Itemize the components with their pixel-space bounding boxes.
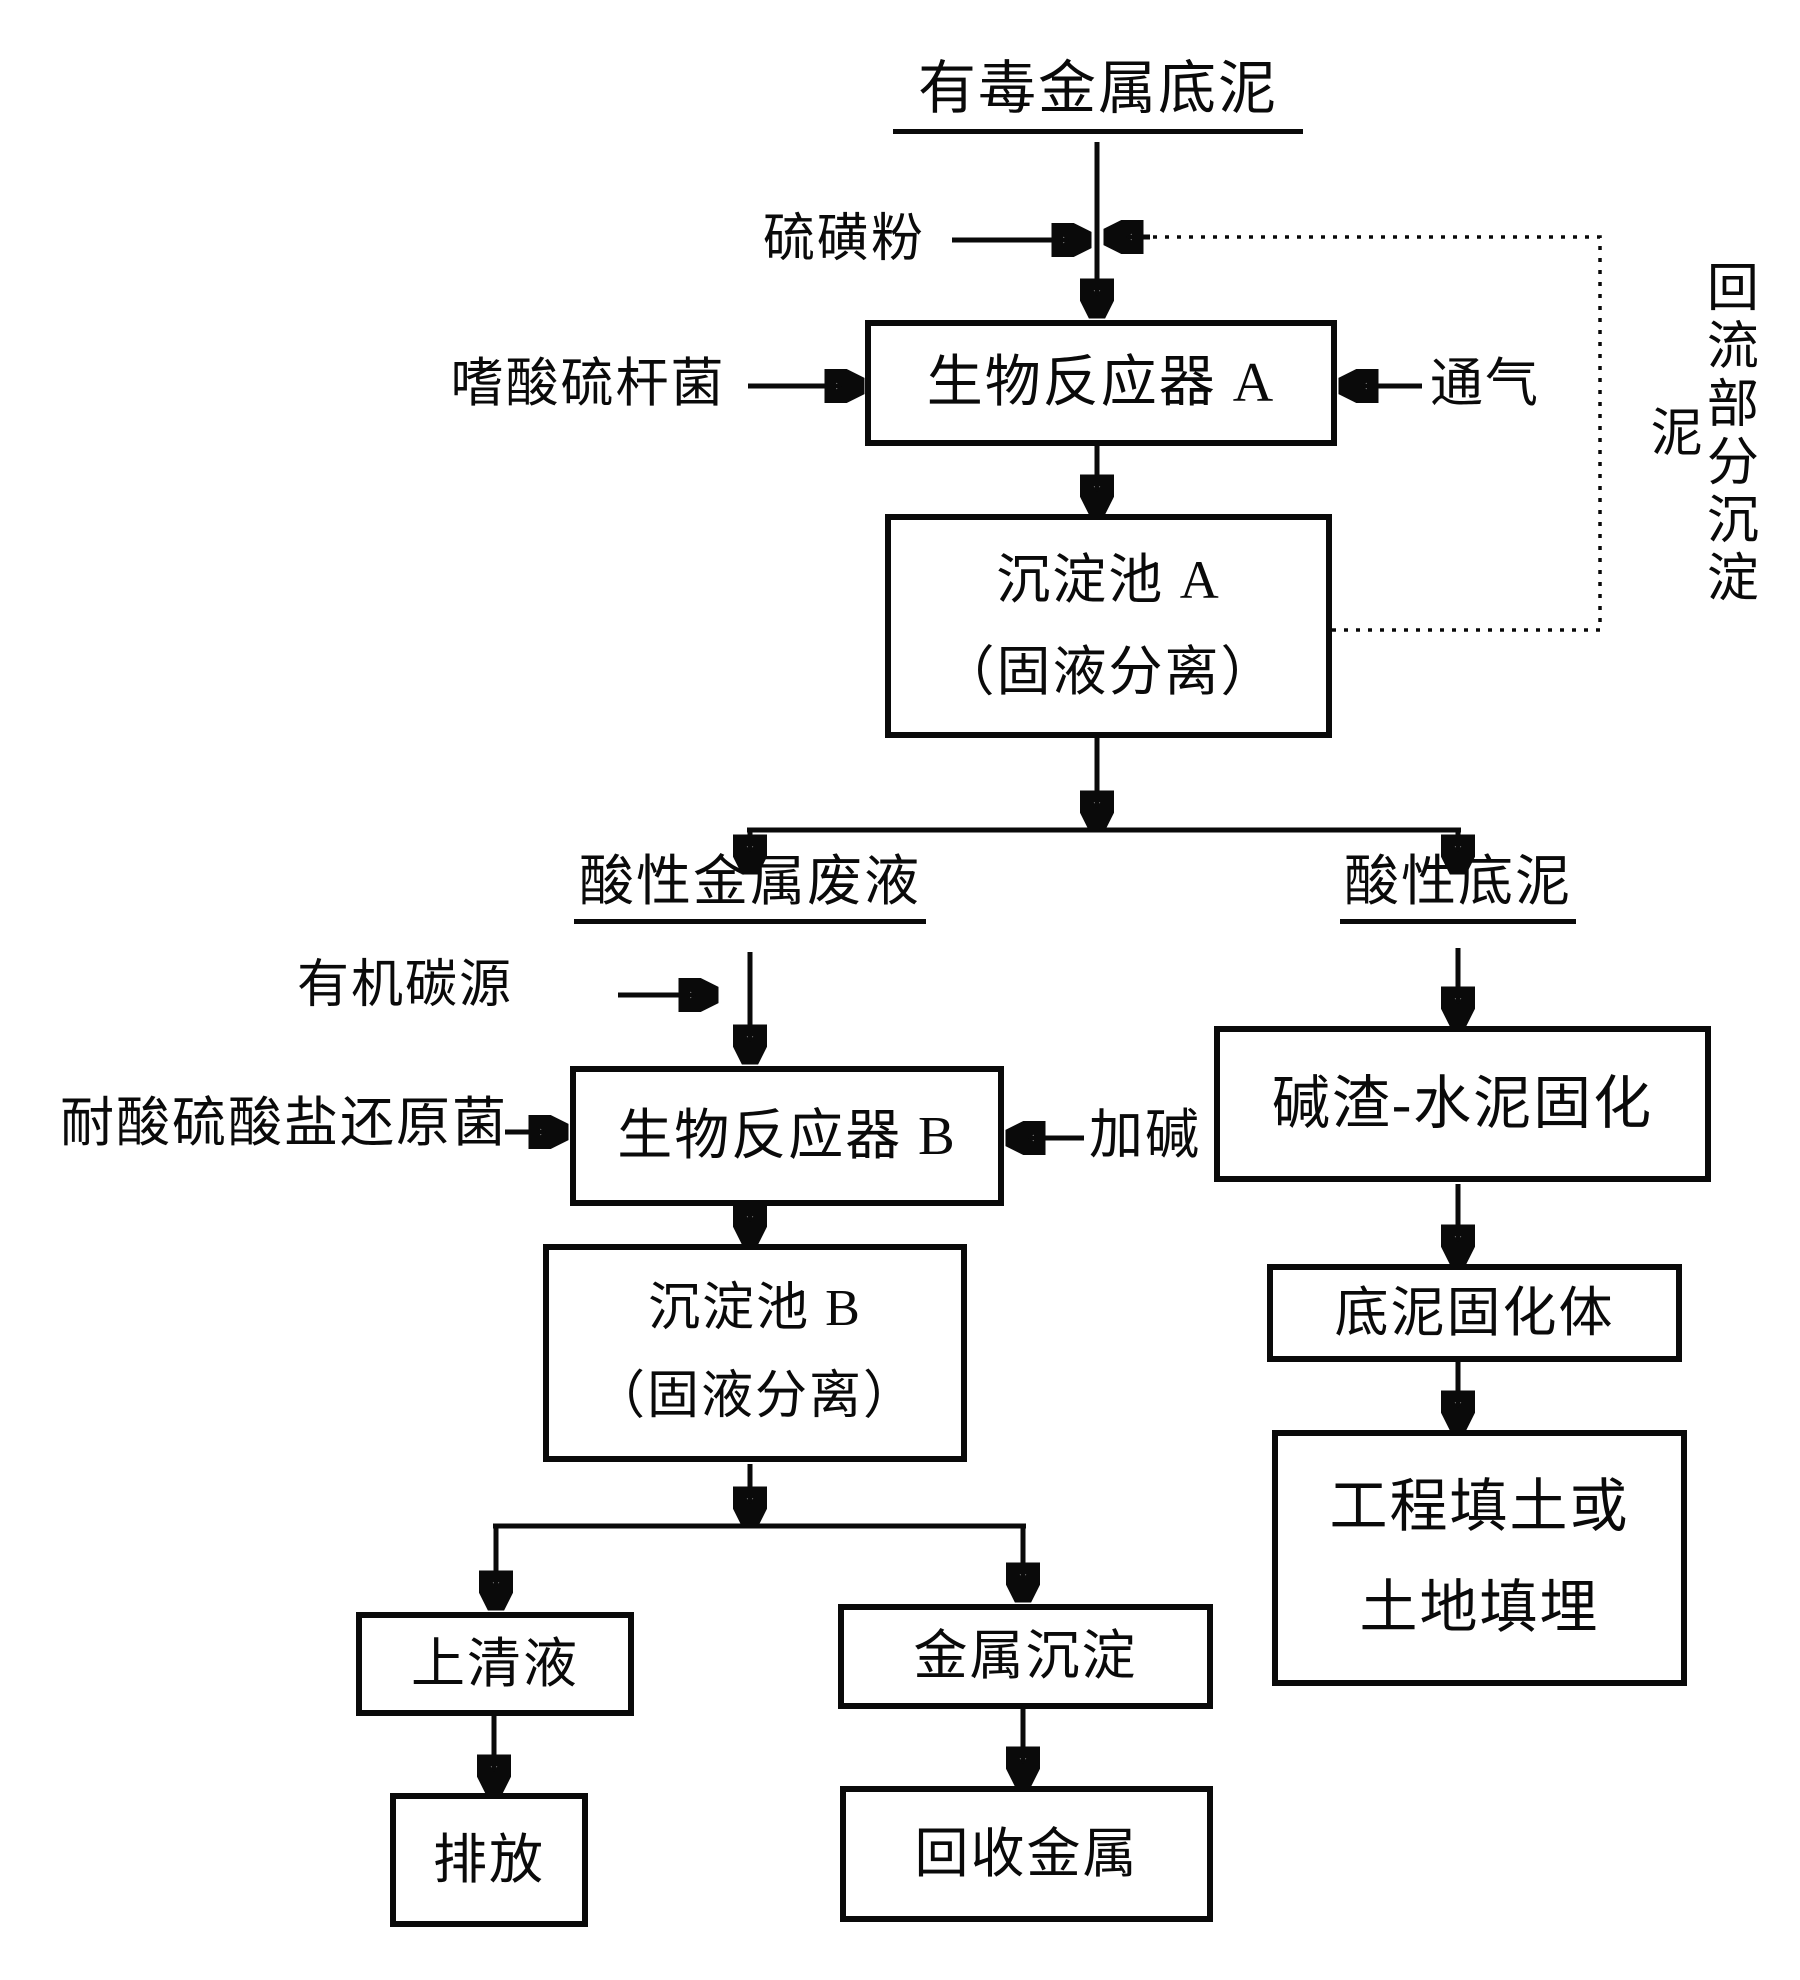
node-bioreactor-b: 生物反应器 B (570, 1066, 1004, 1206)
node-metal-precipitate: 金属沉淀 (838, 1604, 1213, 1709)
label-recycle-part-of-sludge: 回流部分沉淀泥 (1642, 260, 1756, 608)
label-aeration: 通气 (1430, 355, 1540, 413)
node-settling-tank-a: 沉淀池 A （固液分离） (885, 514, 1332, 738)
label-acidophilic-thiobacillus: 嗜酸硫杆菌 (450, 355, 726, 413)
landfill-line1: 工程填土或 (1329, 1474, 1630, 1540)
node-settling-tank-b: 沉淀池 B （固液分离） (543, 1244, 967, 1462)
node-engineering-fill-or-landfill: 工程填土或 土地填埋 (1272, 1430, 1687, 1686)
settling-b-line1: 沉淀池 B (648, 1279, 862, 1337)
label-acidic-sediment: 酸性底泥 (1340, 852, 1576, 925)
node-alkali-cement-solidification: 碱渣-水泥固化 (1214, 1026, 1711, 1182)
label-sulfur-powder: 硫磺粉 (762, 211, 925, 268)
node-supernatant: 上清液 (356, 1612, 634, 1716)
label-organic-carbon-source: 有机碳源 (296, 957, 513, 1014)
label-add-alkali: 加碱 (1089, 1105, 1201, 1165)
settling-b-line2: （固液分离） (592, 1368, 917, 1425)
settling-a-line1: 沉淀池 A (996, 549, 1221, 610)
landfill-line2: 土地填埋 (1359, 1575, 1600, 1640)
node-bioreactor-a: 生物反应器 A (865, 320, 1337, 446)
node-solidified-sediment-body: 底泥固化体 (1267, 1264, 1682, 1362)
settling-a-line2: （固液分离） (940, 642, 1277, 702)
node-recover-metal: 回收金属 (840, 1786, 1213, 1922)
label-acidic-metal-waste: 酸性金属废液 (574, 852, 926, 925)
title-toxic-metal-sediment: 有毒金属底泥 (893, 57, 1303, 134)
node-discharge: 排放 (390, 1793, 588, 1927)
recycle-dotted-line (1150, 235, 1602, 632)
label-acid-tolerant-srb: 耐酸硫酸盐还原菌 (60, 1093, 508, 1153)
